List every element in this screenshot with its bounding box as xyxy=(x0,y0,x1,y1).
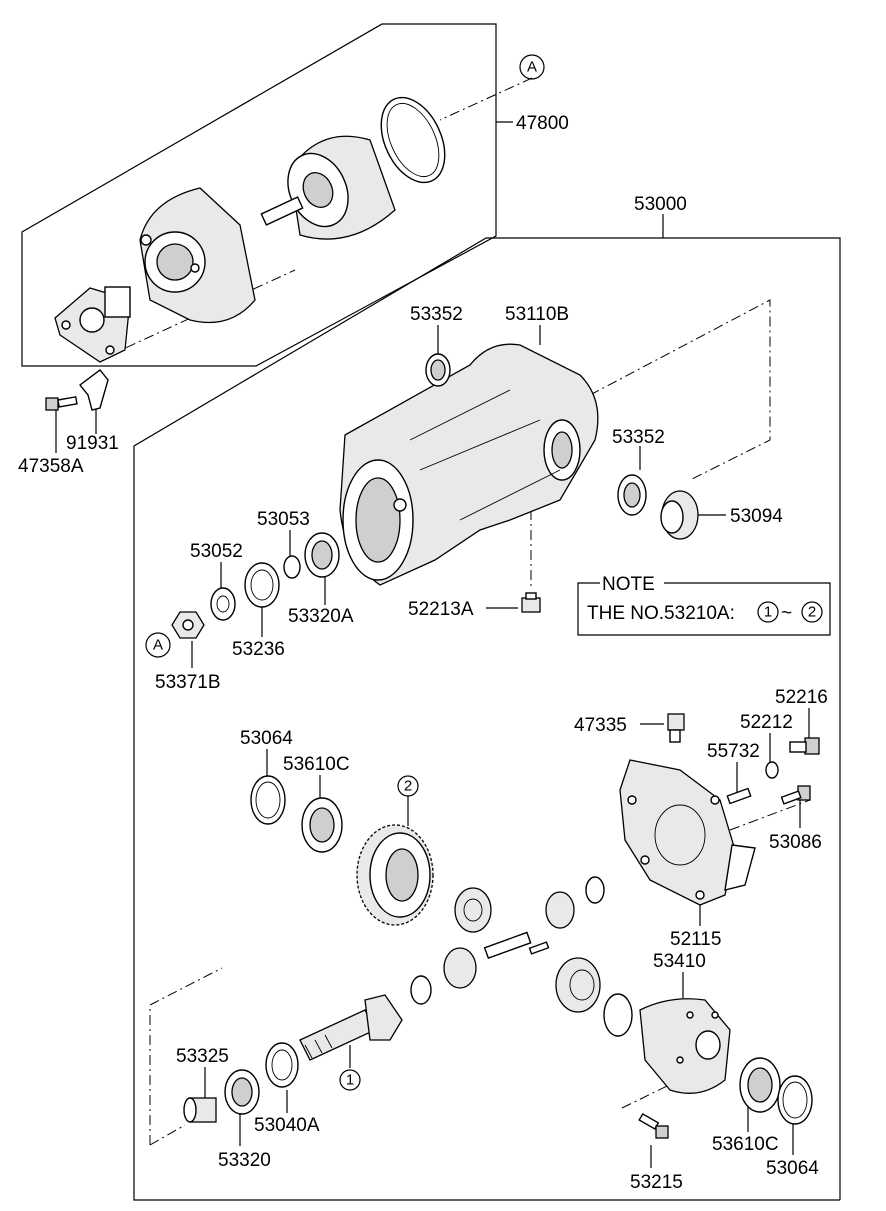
label-52115: 52115 xyxy=(670,929,721,950)
label-52213A: 52213A xyxy=(408,599,474,620)
differential-carrier-53110B xyxy=(339,343,599,586)
label-53352-top: 53352 xyxy=(410,304,463,325)
bearing-53320 xyxy=(224,1069,260,1115)
label-53325: 53325 xyxy=(176,1046,229,1067)
bearing-53320A xyxy=(304,532,340,578)
label-53064-left: 53064 xyxy=(240,728,293,749)
label-53053: 53053 xyxy=(257,509,310,530)
label-53086: 53086 xyxy=(769,832,822,853)
marker-a-top-text: A xyxy=(527,59,537,76)
label-53094: 53094 xyxy=(730,506,783,527)
label-53410: 53410 xyxy=(653,951,706,972)
label-91931: 91931 xyxy=(66,433,119,454)
leader-lines xyxy=(55,121,810,1168)
thrust-washer-lower xyxy=(410,975,432,1005)
marker-a-left-text: A xyxy=(153,637,163,654)
rear-cover-52115 xyxy=(619,759,756,906)
label-53320A: 53320A xyxy=(288,606,354,627)
gasket-ring-47800 xyxy=(380,96,446,184)
label-53352-right: 53352 xyxy=(612,427,665,448)
oil-seal-53352-top xyxy=(425,353,451,387)
label-53236: 53236 xyxy=(232,639,285,660)
drain-plug-52213A xyxy=(521,592,541,613)
snap-ring-53053 xyxy=(283,555,301,579)
bolt-47358A xyxy=(45,396,78,411)
marker-1-pinion-text: 1 xyxy=(346,1072,354,1089)
washer-52212 xyxy=(765,761,779,779)
pinion-gear-lower xyxy=(443,947,477,989)
shim-ring xyxy=(603,993,633,1037)
pin-55732 xyxy=(726,787,752,805)
shim-53064-left xyxy=(250,775,286,825)
differential-case-53410 xyxy=(639,998,731,1094)
ring-gear-2 xyxy=(356,824,434,926)
oil-seal-53352-right xyxy=(617,474,647,516)
label-47335: 47335 xyxy=(574,715,627,736)
callout-labels: 47800 53000 53352 53110B 53352 53094 919… xyxy=(18,113,828,1193)
spacer-53040A xyxy=(265,1042,299,1088)
pinion-gear-upper xyxy=(545,891,575,929)
side-gear-lower xyxy=(555,957,601,1013)
nut-53371B xyxy=(171,611,205,639)
label-53371B: 53371B xyxy=(155,672,221,693)
marker-1-pinion: 1 xyxy=(339,1069,361,1091)
label-53000: 53000 xyxy=(634,194,687,215)
label-53215: 53215 xyxy=(630,1172,683,1193)
bushing-53325 xyxy=(183,1097,217,1123)
label-53110B: 53110B xyxy=(505,304,569,325)
shim-53064-right xyxy=(777,1075,813,1125)
pinion-shaft xyxy=(483,931,550,960)
label-52216: 52216 xyxy=(775,687,828,708)
label-47358A: 47358A xyxy=(18,456,84,477)
bolt-53215 xyxy=(638,1112,669,1139)
flange-yoke xyxy=(54,286,131,363)
label-53040A: 53040A xyxy=(254,1115,320,1136)
marker-a-top: A xyxy=(519,54,545,80)
side-flange-53094 xyxy=(660,490,699,540)
note-tilde: ~ xyxy=(781,603,792,624)
note-text: THE NO.53210A: xyxy=(587,603,735,624)
frame-47800-assembly xyxy=(21,23,497,367)
note-marker-1: 1 xyxy=(764,604,772,621)
label-53052: 53052 xyxy=(190,541,243,562)
label-47800: 47800 xyxy=(516,113,569,134)
seal-53236 xyxy=(244,562,280,608)
marker-2-gear-text: 2 xyxy=(404,778,412,795)
note-marker-2: 2 xyxy=(808,604,816,621)
marker-2-gear: 2 xyxy=(397,775,419,797)
drive-pinion-1 xyxy=(299,994,403,1061)
bearing-53610C-right xyxy=(739,1057,781,1113)
label-53610C-left: 53610C xyxy=(283,754,350,775)
transfer-shaft-housing xyxy=(260,135,396,240)
transfer-case-body xyxy=(139,187,256,324)
washer-53052 xyxy=(210,587,236,621)
label-52212: 52212 xyxy=(740,712,793,733)
note-box: NOTE THE NO.53210A: 1 ~ 2 xyxy=(577,574,831,636)
label-55732: 55732 xyxy=(707,741,760,762)
breather-47335 xyxy=(667,713,685,743)
label-53320: 53320 xyxy=(218,1150,271,1171)
marker-a-left: A xyxy=(145,632,171,658)
side-gear-upper xyxy=(454,887,492,933)
label-53610C-right: 53610C xyxy=(712,1134,779,1155)
frame-53000-assembly xyxy=(133,237,841,1201)
bracket-91931 xyxy=(79,369,109,411)
thrust-washer-upper xyxy=(585,876,605,904)
bolt-52216 xyxy=(789,737,820,755)
bearing-53610C-left xyxy=(301,797,343,853)
bolt-53086 xyxy=(780,785,811,805)
label-53064-right: 53064 xyxy=(766,1158,819,1179)
note-title: NOTE xyxy=(602,574,655,595)
